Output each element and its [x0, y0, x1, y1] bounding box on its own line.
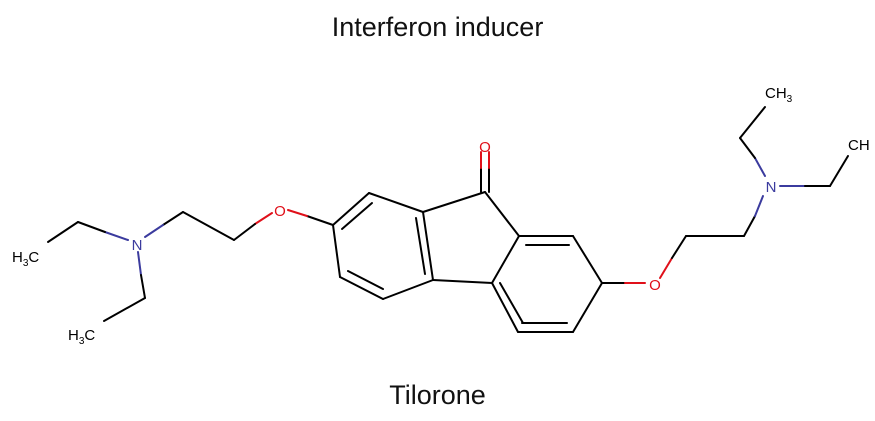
- left-side-chain: [47, 209, 334, 322]
- left-methyl-top-label: H3C: [12, 249, 39, 269]
- right-methyl-mid-label: CH: [848, 137, 870, 154]
- right-methyl-top-label: CH3: [765, 85, 793, 105]
- left-methyl-bottom-label: H3C: [68, 327, 95, 347]
- compound-name: Tilorone: [389, 380, 486, 410]
- right-ether-oxygen-label: O: [649, 277, 661, 294]
- right-amine-nitrogen-label: N: [766, 179, 777, 196]
- ketone-group: [480, 151, 490, 193]
- left-amine-nitrogen-label: N: [132, 237, 143, 254]
- fluorenone-core: [332, 191, 603, 333]
- figure-title: Interferon inducer: [331, 12, 544, 42]
- left-ether-oxygen-label: O: [274, 203, 286, 220]
- ketone-oxygen-label: O: [479, 139, 491, 156]
- right-side-chain: [601, 106, 849, 284]
